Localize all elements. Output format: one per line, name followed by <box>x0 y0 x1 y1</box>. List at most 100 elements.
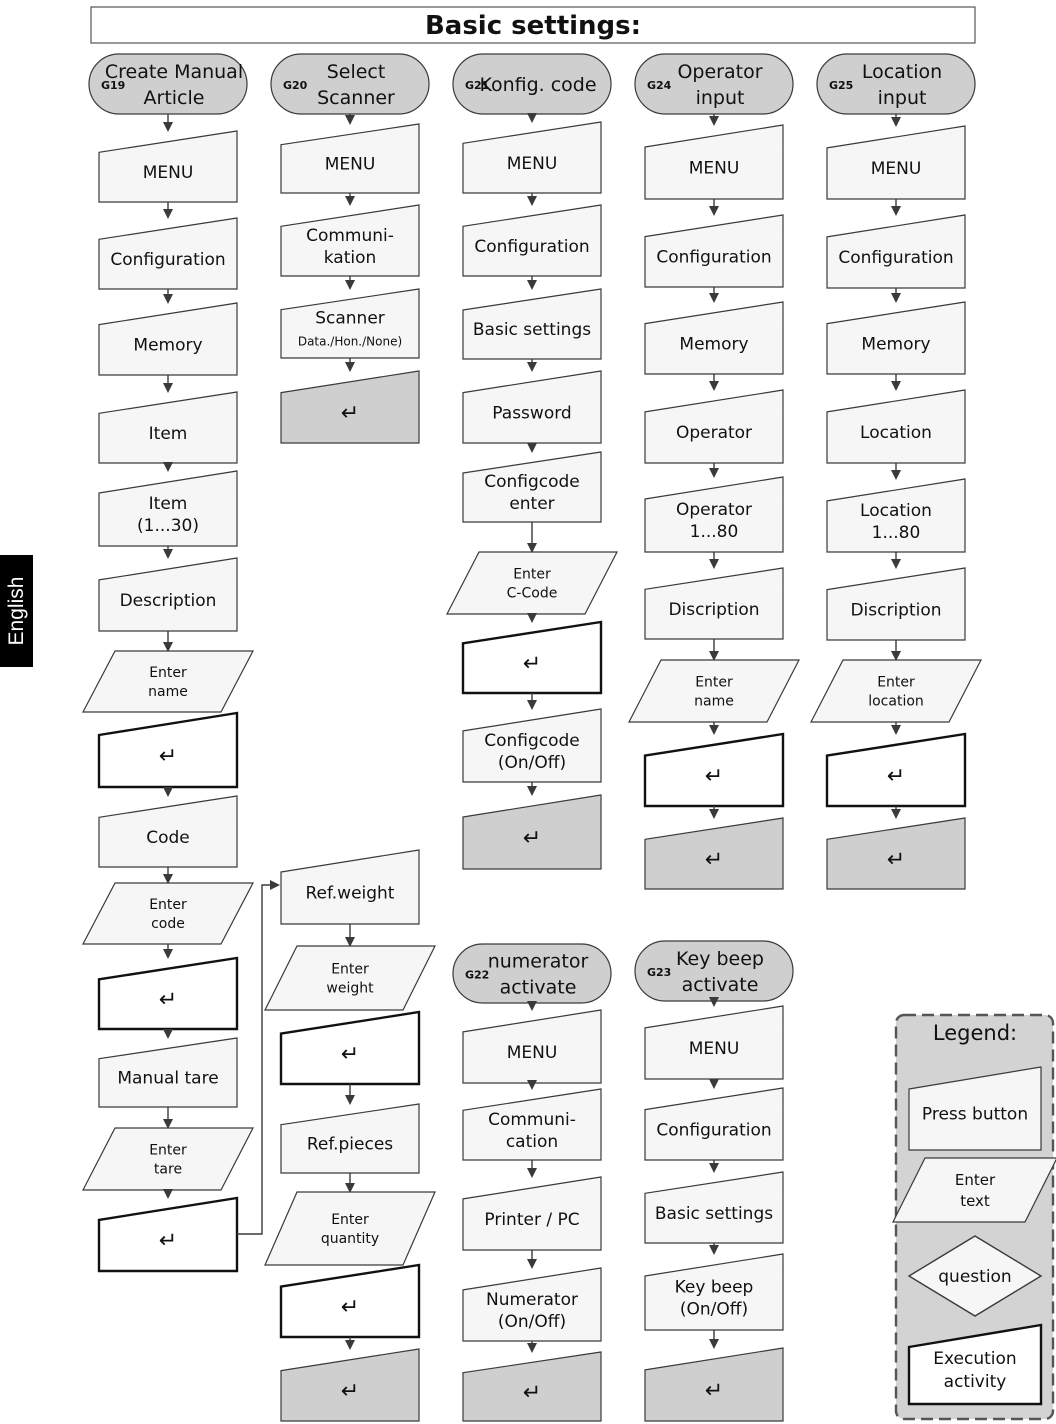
enter-return-icon: ↵ <box>159 1229 177 1254</box>
step-button: Configuration <box>644 214 784 288</box>
step-exec: ↵ <box>825 732 967 808</box>
enter-return-icon: ↵ <box>159 988 177 1013</box>
legend-title: Legend: <box>933 1021 1017 1045</box>
step-label: Memory <box>861 334 930 354</box>
step-exec: ↵ <box>279 1263 421 1339</box>
step-label: Basic settings <box>655 1204 773 1224</box>
step-final: ↵ <box>826 817 966 890</box>
step-button: Printer / PC <box>462 1176 602 1251</box>
step-exec: ↵ <box>279 1010 421 1086</box>
enter-return-icon: ↵ <box>705 1379 723 1404</box>
step-button: Configuration <box>462 204 602 277</box>
step-button: Basic settings <box>644 1171 784 1244</box>
step-label: Memory <box>679 334 748 354</box>
step-label: Description <box>120 591 217 611</box>
step-button: MENU <box>462 1009 602 1084</box>
step-button: Key beep(On/Off) <box>644 1253 784 1331</box>
step-button: Code <box>98 795 238 868</box>
step-label: Configuration <box>110 250 225 270</box>
step-button: Operator <box>644 389 784 464</box>
step-label: Item <box>149 424 188 444</box>
step-label: MENU <box>689 158 740 178</box>
step-exec: ↵ <box>643 732 785 808</box>
step-button: Configuration <box>644 1087 784 1161</box>
enter-return-icon: ↵ <box>341 1295 359 1320</box>
step-button: Communi-cation <box>462 1088 602 1161</box>
enter-return-icon: ↵ <box>523 652 541 677</box>
connector-g19-to-refweight <box>237 880 280 1235</box>
enter-return-icon: ↵ <box>523 826 541 851</box>
page-title: Basic settings: <box>425 11 641 41</box>
enter-return-icon: ↵ <box>887 764 905 789</box>
step-exec: ↵ <box>97 711 239 789</box>
step-button: MENU <box>462 121 602 194</box>
step-exec: ↵ <box>97 956 239 1031</box>
step-button: MENU <box>98 130 238 203</box>
step-button: Memory <box>644 301 784 375</box>
enter-return-icon: ↵ <box>159 744 177 769</box>
language-tab-label: English <box>4 576 28 646</box>
step-label: Memory <box>133 335 202 355</box>
title-frame <box>90 6 976 44</box>
step-button: Ref.weight <box>280 849 420 925</box>
step-label: Discription <box>668 600 759 620</box>
step-label: Numerator(On/Off) <box>486 1290 578 1332</box>
step-button: Discription <box>644 567 784 640</box>
flow-code: G22 <box>465 969 489 982</box>
flow-code: G19 <box>101 79 125 92</box>
flow-code: G21 <box>465 79 489 92</box>
step-label: Configuration <box>656 1120 771 1140</box>
step-label: Communi-cation <box>488 1110 576 1152</box>
enter-return-icon: ↵ <box>705 848 723 873</box>
step-button: Ref.pieces <box>280 1103 420 1174</box>
step-label: Key beep(On/Off) <box>675 1277 754 1319</box>
step-final: ↵ <box>280 370 420 444</box>
step-label: Location <box>860 423 932 443</box>
step-label: Configuration <box>838 248 953 268</box>
step-button: MENU <box>280 123 420 194</box>
enter-return-icon: ↵ <box>341 401 359 426</box>
step-label: Basic settings <box>473 320 591 340</box>
step-button: Configuration <box>98 217 238 290</box>
step-label: Password <box>492 403 571 423</box>
enter-return-icon: ↵ <box>523 1380 541 1405</box>
step-button: Configcode(On/Off) <box>462 708 602 783</box>
enter-return-icon: ↵ <box>705 764 723 789</box>
step-final: ↵ <box>462 1351 602 1422</box>
step-button: MENU <box>826 125 966 200</box>
flow-title: Konfig. code <box>479 74 596 96</box>
flow-code: G25 <box>829 79 853 92</box>
flow-code: G24 <box>647 79 672 92</box>
step-button: Item <box>98 391 238 464</box>
step-label: Discription <box>850 600 941 620</box>
language-tab: English <box>0 555 33 667</box>
